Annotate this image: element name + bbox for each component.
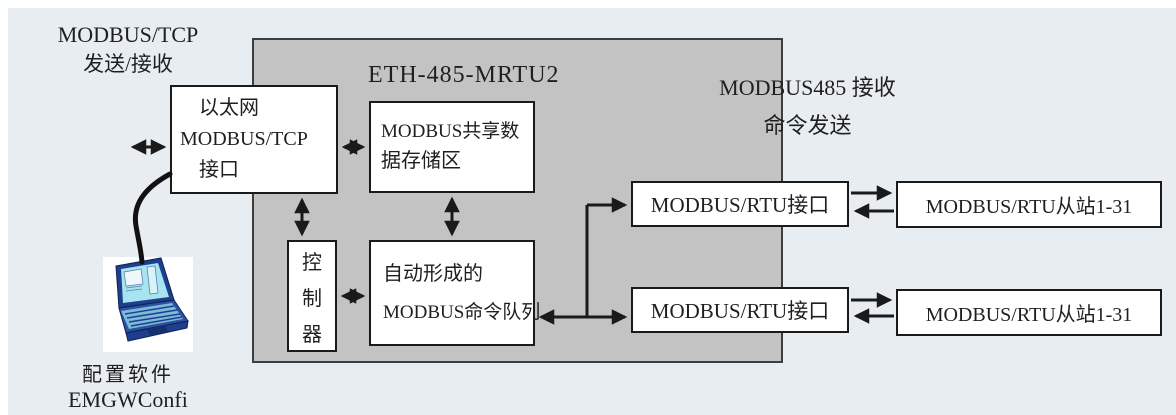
node-controller: 控 制 器 bbox=[287, 240, 337, 352]
label-config-line2: EMGWConfi bbox=[68, 387, 188, 412]
controller-char2: 制 bbox=[302, 287, 322, 310]
queue-line1: 自动形成的 bbox=[383, 262, 483, 285]
storage-line1: MODBUS共享数 bbox=[381, 120, 520, 142]
label-modbus-tcp-line1: MODBUS/TCP bbox=[57, 22, 199, 47]
ethernet-line2: MODBUS/TCP bbox=[180, 128, 308, 150]
rtu-slaves-2-label: MODBUS/RTU从站1-31 bbox=[925, 304, 1133, 326]
node-command-queue: 自动形成的 MODBUS命令队列 bbox=[369, 240, 541, 346]
label-modbus-tcp-sendrecv: MODBUS/TCP 发送/接收 bbox=[44, 22, 212, 78]
label-modbus-tcp-line2: 发送/接收 bbox=[83, 52, 173, 76]
controller-char1: 控 bbox=[302, 251, 322, 274]
label-gateway-title: ETH-485-MRTU2 bbox=[368, 62, 560, 88]
node-ethernet-interface: 以太网 MODBUS/TCP 接口 bbox=[170, 85, 338, 194]
ethernet-line3: 接口 bbox=[199, 159, 239, 181]
label-config-software: 配置软件 EMGWConfi bbox=[48, 358, 208, 413]
ethernet-line1: 以太网 bbox=[199, 97, 259, 119]
label-config-line1: 配置软件 bbox=[82, 364, 174, 386]
label-modbus485-sendrecv: MODBUS485 接收 命令发送 bbox=[700, 70, 915, 140]
laptop-icon bbox=[103, 257, 193, 352]
node-rtu-slaves-2: MODBUS/RTU从站1-31 bbox=[896, 289, 1162, 336]
storage-line2: 据存储区 bbox=[381, 150, 461, 173]
queue-line2: MODBUS命令队列 bbox=[383, 301, 541, 323]
node-rtu-interface-2: MODBUS/RTU接口 bbox=[631, 287, 849, 333]
rtu-interface-2-label: MODBUS/RTU接口 bbox=[650, 299, 830, 323]
node-rtu-slaves-1: MODBUS/RTU从站1-31 bbox=[896, 181, 1162, 228]
label-modbus485-line2: 命令发送 bbox=[763, 113, 852, 138]
rtu-interface-1-label: MODBUS/RTU接口 bbox=[650, 193, 830, 217]
node-rtu-interface-1: MODBUS/RTU接口 bbox=[631, 181, 849, 227]
label-modbus485-line1: MODBUS485 接收 bbox=[719, 75, 896, 100]
controller-char3: 器 bbox=[302, 323, 322, 346]
rtu-slaves-1-label: MODBUS/RTU从站1-31 bbox=[925, 196, 1133, 218]
node-shared-storage: MODBUS共享数 据存储区 bbox=[369, 101, 535, 193]
